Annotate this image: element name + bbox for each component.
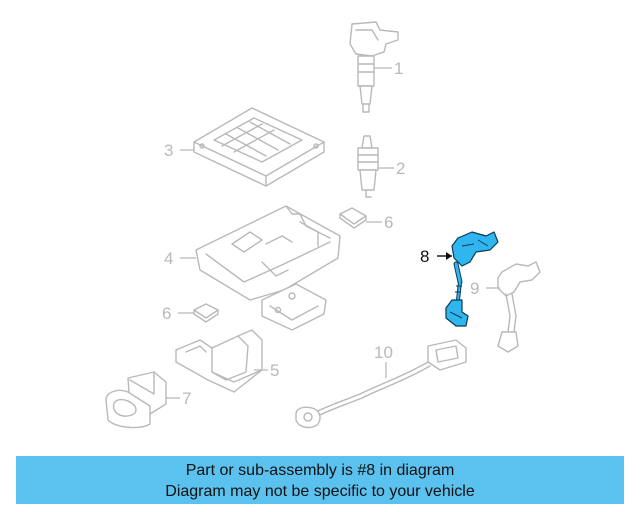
part-3-engine-control-module[interactable] bbox=[193, 107, 325, 187]
arrowhead-8 bbox=[446, 252, 452, 260]
part-6-upper-pad[interactable] bbox=[339, 207, 367, 229]
info-banner: Part or sub-assembly is #8 in diagram Di… bbox=[16, 456, 624, 504]
part-9-sensor[interactable] bbox=[497, 261, 541, 353]
part-1-ignition-coil[interactable] bbox=[349, 21, 399, 113]
callout-6b[interactable]: 6 bbox=[162, 304, 171, 323]
callout-4[interactable]: 4 bbox=[164, 249, 173, 268]
banner-line-2: Diagram may not be specific to your vehi… bbox=[165, 483, 475, 500]
callout-8[interactable]: 8 bbox=[420, 247, 429, 266]
part-10-knock-sensor[interactable] bbox=[295, 339, 467, 429]
part-6-lower-pad[interactable] bbox=[193, 303, 219, 323]
callout-10[interactable]: 10 bbox=[374, 343, 393, 362]
part-7-sensor[interactable] bbox=[105, 371, 167, 429]
callout-1[interactable]: 1 bbox=[394, 59, 403, 78]
callout-6a[interactable]: 6 bbox=[384, 213, 393, 232]
callout-7[interactable]: 7 bbox=[182, 389, 191, 408]
callout-9[interactable]: 9 bbox=[470, 279, 479, 298]
callout-3[interactable]: 3 bbox=[164, 141, 173, 160]
callout-5[interactable]: 5 bbox=[270, 361, 279, 380]
callout-2[interactable]: 2 bbox=[396, 159, 405, 178]
part-2-spark-plug[interactable] bbox=[357, 135, 379, 198]
part-4-mounting-bracket[interactable] bbox=[195, 205, 341, 331]
part-8-sensor-highlighted[interactable] bbox=[445, 231, 499, 327]
part-5-relay-bracket[interactable] bbox=[175, 329, 263, 393]
banner-line-1: Part or sub-assembly is #8 in diagram bbox=[185, 462, 455, 479]
